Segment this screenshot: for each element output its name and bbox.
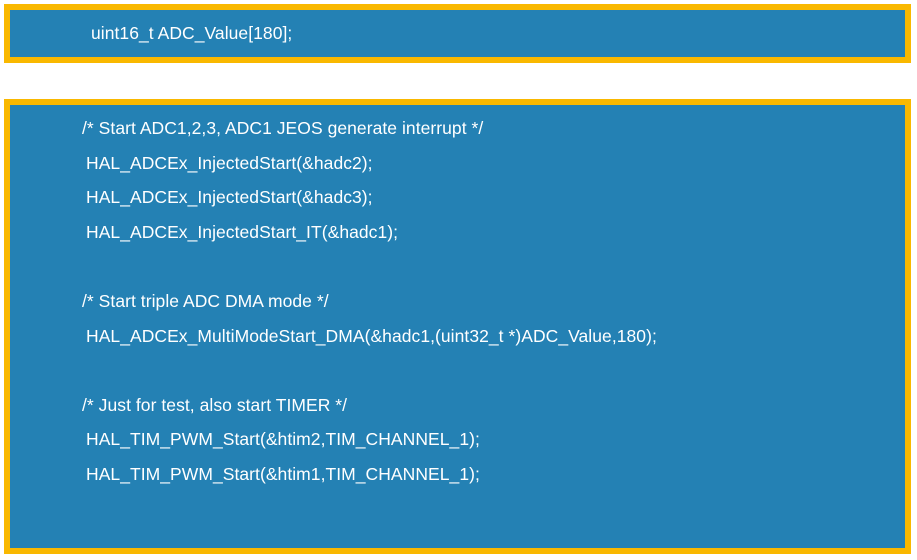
code-line: HAL_TIM_PWM_Start(&htim2,TIM_CHANNEL_1);: [86, 429, 480, 450]
code-lines-declaration: uint16_t ADC_Value[180];: [10, 10, 905, 52]
code-line-blank: [82, 249, 905, 284]
code-lines-startup: /* Start ADC1,2,3, ADC1 JEOS generate in…: [10, 105, 905, 492]
code-block-startup: /* Start ADC1,2,3, ADC1 JEOS generate in…: [4, 99, 911, 554]
code-line: HAL_ADCEx_MultiModeStart_DMA(&hadc1,(uin…: [86, 325, 657, 346]
code-block-declaration: uint16_t ADC_Value[180];: [4, 4, 911, 63]
code-line: HAL_ADCEx_InjectedStart(&hadc3);: [86, 187, 373, 208]
code-line: /* Start triple ADC DMA mode */: [82, 290, 329, 311]
code-line: HAL_ADCEx_InjectedStart_IT(&hadc1);: [86, 221, 399, 242]
code-line: uint16_t ADC_Value[180];: [91, 23, 293, 43]
code-line: /* Just for test, also start TIMER */: [82, 394, 348, 415]
code-line-blank: [82, 353, 905, 388]
code-line: HAL_TIM_PWM_Start(&htim1,TIM_CHANNEL_1);: [86, 463, 480, 484]
code-line: /* Start ADC1,2,3, ADC1 JEOS generate in…: [82, 118, 484, 138]
code-line: HAL_ADCEx_InjectedStart(&hadc2);: [86, 152, 373, 173]
